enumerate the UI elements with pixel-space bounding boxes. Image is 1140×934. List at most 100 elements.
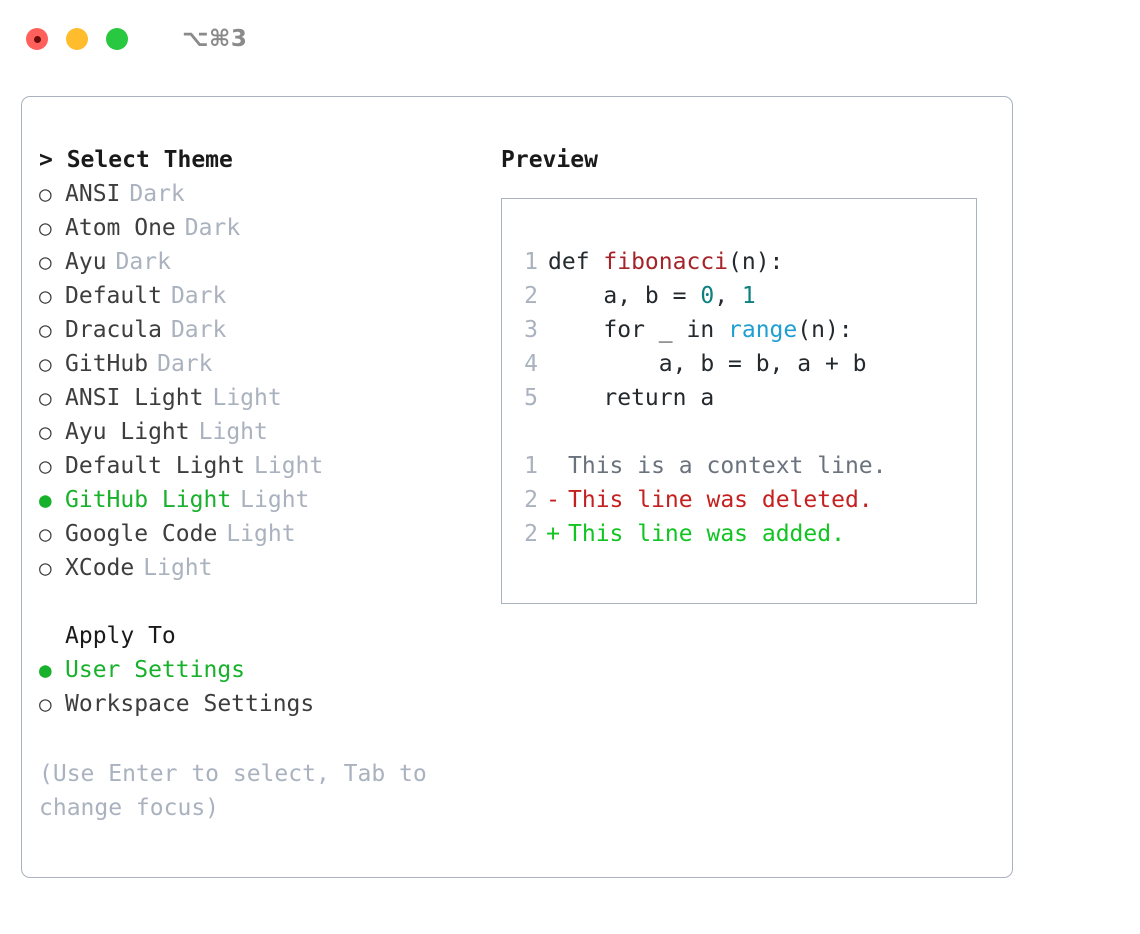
- code-token-plain: a, b = b, a + b: [548, 351, 867, 377]
- code-token-plain: (n):: [728, 249, 784, 275]
- code-token-number: 0: [700, 283, 715, 309]
- radio-unselected-icon[interactable]: ○: [39, 420, 52, 444]
- code-line: 4 a, b = b, a + b: [514, 347, 867, 381]
- apply-to-block: Apply To ● User Settings ○ Workspace Settin…: [39, 619, 489, 721]
- radio-unselected-icon[interactable]: ○: [39, 352, 52, 376]
- apply-to-heading: Apply To: [65, 623, 176, 649]
- theme-option-kind: Light: [226, 521, 296, 547]
- code-token-plain: def: [548, 249, 604, 275]
- code-line-number: 4: [524, 351, 538, 377]
- keyboard-shortcut-label: ⌥⌘3: [182, 26, 248, 52]
- apply-to-option-row[interactable]: ○ Workspace Settings: [39, 687, 489, 721]
- theme-option-row[interactable]: ● GitHub Light Light: [39, 483, 489, 517]
- code-token-call: range: [728, 317, 798, 343]
- code-token-function: fibonacci: [603, 249, 729, 275]
- code-token-plain: for _ in: [548, 317, 729, 343]
- radio-unselected-icon[interactable]: ○: [39, 556, 52, 580]
- radio-selected-icon[interactable]: ●: [39, 658, 52, 682]
- code-token-plain: a, b =: [548, 283, 701, 309]
- traffic-light-group: [26, 28, 128, 50]
- close-button-icon[interactable]: [26, 28, 48, 50]
- theme-option-row[interactable]: ○ GitHub Dark: [39, 347, 489, 381]
- code-token-plain: (n):: [797, 317, 853, 343]
- select-theme-heading: > Select Theme: [39, 143, 489, 177]
- code-line-text: a, b = 0, 1: [548, 279, 756, 313]
- code-line-number: 5: [524, 385, 538, 411]
- diff-line-text: This line was added.: [568, 521, 845, 547]
- minimize-button-icon[interactable]: [66, 28, 88, 50]
- radio-unselected-icon[interactable]: ○: [39, 522, 52, 546]
- diff-sample: 1 This is a context line.2-This line was…: [514, 449, 887, 551]
- theme-option-kind: Light: [198, 419, 268, 445]
- diff-line-number: 2: [524, 487, 538, 513]
- theme-option-label: GitHub: [65, 351, 149, 377]
- diff-line-number: 2: [524, 521, 538, 547]
- theme-option-row[interactable]: ○ ANSI Light Light: [39, 381, 489, 415]
- radio-selected-icon[interactable]: ●: [39, 488, 52, 512]
- code-line-text: def fibonacci(n):: [548, 245, 783, 279]
- preview-heading: Preview: [501, 147, 598, 173]
- theme-option-kind: Dark: [170, 283, 227, 309]
- code-token-plain: ,: [714, 283, 742, 309]
- radio-unselected-icon[interactable]: ○: [39, 216, 52, 240]
- apply-to-option-label: Workspace Settings: [65, 691, 315, 717]
- theme-option-label: Default: [65, 283, 162, 309]
- theme-option-kind: Dark: [184, 215, 241, 241]
- theme-option-label: Default Light: [65, 453, 246, 479]
- theme-option-label: GitHub Light: [65, 487, 232, 513]
- radio-unselected-icon[interactable]: ○: [39, 386, 52, 410]
- apply-to-option-label: User Settings: [65, 657, 246, 683]
- diff-added-line: 2 + This line was added.: [514, 517, 887, 551]
- code-line: 3 for _ in range(n):: [514, 313, 867, 347]
- zoom-button-icon[interactable]: [106, 28, 128, 50]
- code-line-text: return a: [548, 381, 714, 415]
- title-bar: ⌥⌘3: [0, 0, 1140, 78]
- code-line-number: 1: [524, 249, 538, 275]
- theme-option-label: XCode: [65, 555, 135, 581]
- code-token-plain: return a: [548, 385, 715, 411]
- theme-option-kind: Dark: [157, 351, 213, 377]
- code-line-text: for _ in range(n):: [548, 313, 853, 347]
- code-line: 2 a, b = 0, 1: [514, 279, 867, 313]
- theme-option-row[interactable]: ○ ANSI Dark: [39, 177, 489, 211]
- theme-option-kind: Dark: [129, 181, 185, 207]
- theme-option-label: Google Code: [65, 521, 218, 547]
- code-token-number: 1: [741, 283, 756, 309]
- code-line-text: a, b = b, a + b: [548, 347, 867, 381]
- radio-unselected-icon[interactable]: ○: [39, 284, 52, 308]
- theme-option-row[interactable]: ○ Default Light Light: [39, 449, 489, 483]
- code-line: 5 return a: [514, 381, 867, 415]
- radio-unselected-icon[interactable]: ○: [39, 250, 52, 274]
- theme-option-kind: Light: [212, 385, 282, 411]
- radio-unselected-icon[interactable]: ○: [39, 318, 52, 342]
- theme-option-kind: Dark: [170, 317, 227, 343]
- keyboard-hint-text: (Use Enter to select, Tab to change focu…: [39, 761, 441, 821]
- diff-line-text: This is a context line.: [568, 453, 887, 479]
- radio-unselected-icon[interactable]: ○: [39, 692, 52, 716]
- diff-line-text: This line was deleted.: [568, 487, 873, 513]
- theme-option-label: ANSI: [65, 181, 121, 207]
- diff-marker: +: [546, 521, 560, 547]
- theme-option-row[interactable]: ○ Google Code Light: [39, 517, 489, 551]
- apply-to-option-row[interactable]: ● User Settings: [39, 653, 489, 687]
- radio-unselected-icon[interactable]: ○: [39, 454, 52, 478]
- theme-option-row[interactable]: ○ Dracula Dark: [39, 313, 489, 347]
- theme-option-kind: Light: [254, 453, 324, 479]
- apply-to-list: ● User Settings ○ Workspace Settings: [39, 653, 489, 721]
- diff-deleted-line: 2-This line was deleted.: [514, 483, 887, 517]
- diff-marker: -: [546, 487, 560, 513]
- theme-option-row[interactable]: ○ Default Dark: [39, 279, 489, 313]
- select-theme-heading-text: Select Theme: [66, 147, 233, 173]
- theme-option-label: Dracula: [65, 317, 162, 343]
- theme-option-kind: Light: [240, 487, 310, 513]
- theme-option-label: ANSI Light: [65, 385, 204, 411]
- radio-unselected-icon[interactable]: ○: [39, 182, 52, 206]
